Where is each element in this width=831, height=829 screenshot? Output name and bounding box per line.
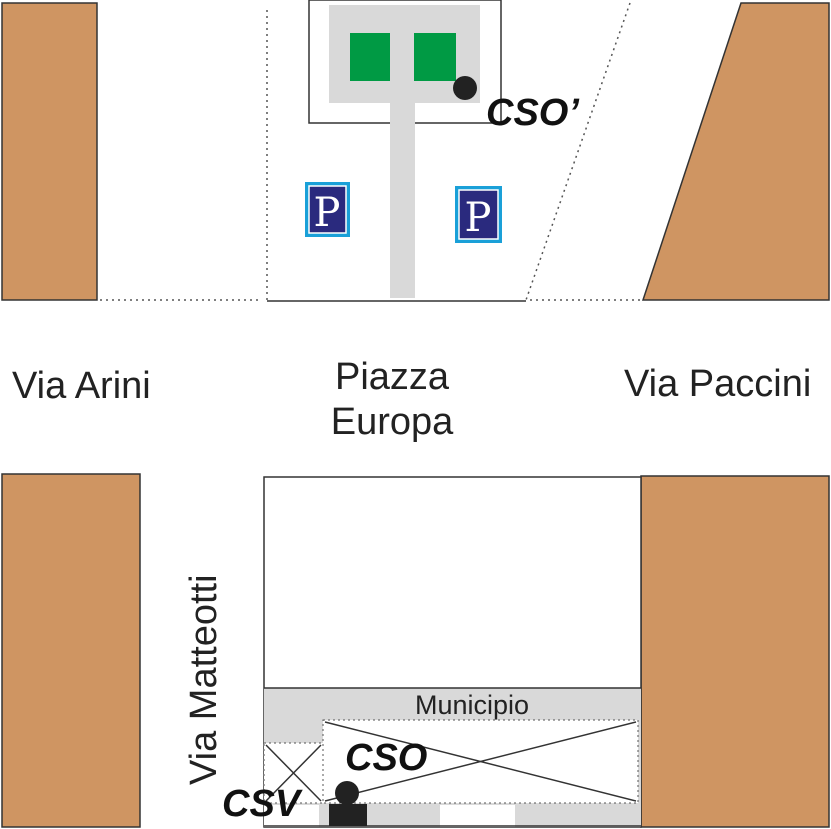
cross-line [265,744,322,802]
green-square-right [414,33,456,81]
street-label-piazza: Piazza [335,356,450,398]
cso-prime-marker [453,76,477,100]
cso-prime-label: CSO’ [486,92,579,134]
street-label-europa: Europa [331,401,454,443]
street-label-via-paccini: Via Paccini [624,363,811,405]
street-label-via-arini: Via Arini [12,365,151,407]
boundary-dotted [525,2,631,301]
cross-line [324,721,637,802]
csv-marker [335,781,359,805]
bottom-strip-white [264,805,319,827]
csv-label: CSV [222,783,303,825]
parking-icon: P [455,186,502,243]
green-square-left [350,33,390,81]
gray-path [390,103,415,298]
street-label-via-matteotti: Via Matteotti [183,574,225,785]
building-bottom-right [640,475,830,828]
cso-label: CSO [345,737,427,779]
svg-text:P: P [314,190,341,236]
building-bottom-left [1,473,141,828]
csv-marker-base [329,804,367,826]
bottom-strip-white [440,805,515,827]
municipio-label: Municipio [415,690,529,720]
building-top-right [641,2,830,301]
svg-text:P: P [465,195,492,241]
parking-icon: P [305,182,350,237]
building-top-left [1,2,98,301]
